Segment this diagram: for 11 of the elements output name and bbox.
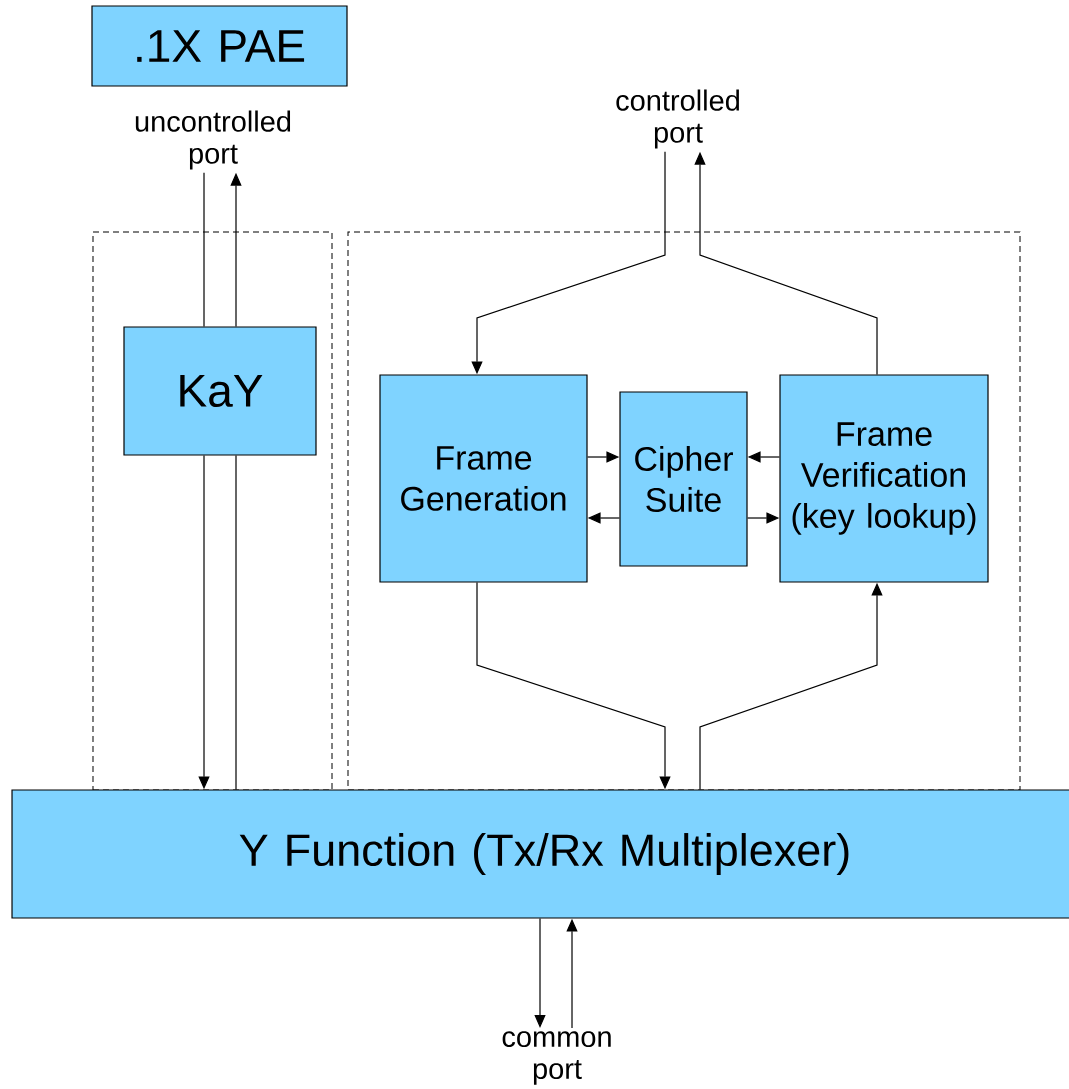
process-box: Frame Generation bbox=[379, 374, 588, 583]
port-label: uncontrolled port bbox=[135, 110, 291, 170]
port-label: controlled port bbox=[616, 89, 739, 149]
process-box: .1X PAE bbox=[91, 5, 348, 87]
arrow bbox=[534, 918, 546, 1028]
process-box: Frame Verification (key lookup) bbox=[779, 374, 989, 583]
dashed-group-box bbox=[92, 231, 333, 791]
port-label: common port bbox=[502, 1031, 611, 1085]
process-box: KaY bbox=[123, 326, 317, 456]
process-box: Y Function (Tx/Rx Multiplexer) bbox=[11, 789, 1069, 919]
process-box: Cipher Suite bbox=[619, 391, 748, 567]
